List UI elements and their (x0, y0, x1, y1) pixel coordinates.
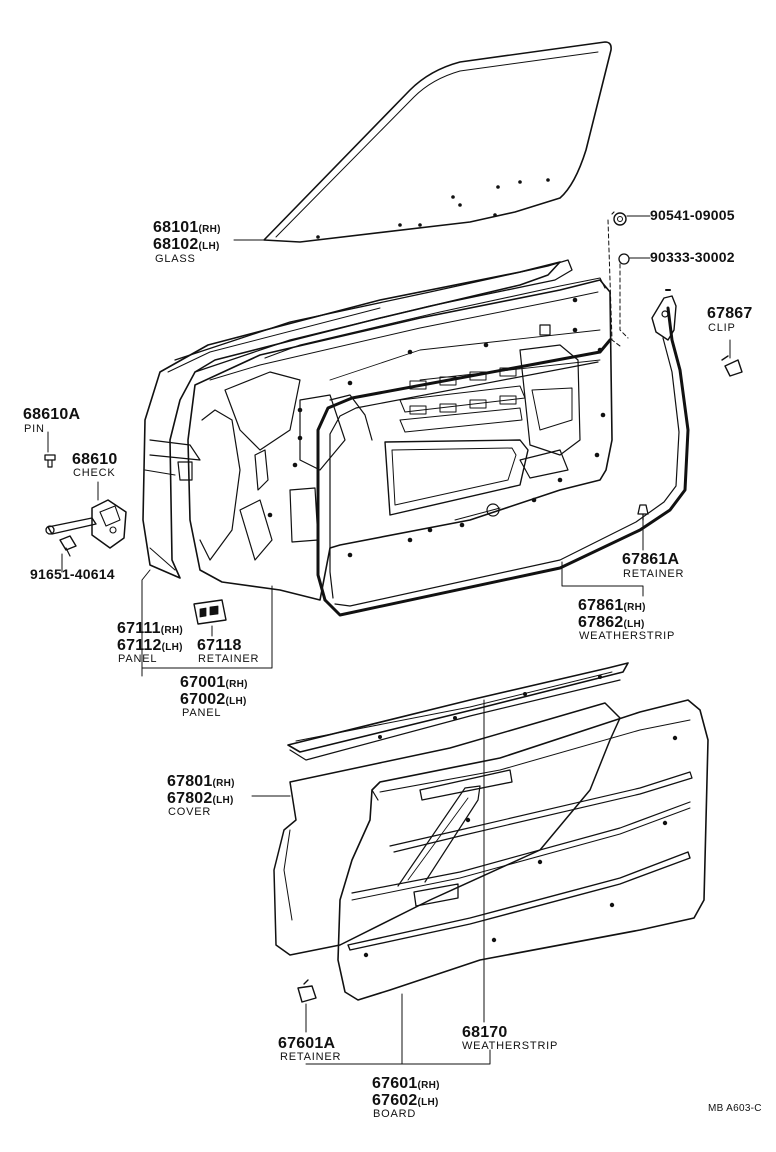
clip-number: 67867 (707, 305, 753, 322)
cover-side-rh: (RH) (212, 778, 235, 789)
board-rh: 67601(RH) (372, 1075, 440, 1094)
glass-side-rh: (RH) (198, 224, 221, 235)
door-glass-drawing (263, 41, 612, 243)
glass-part-lh: 68102(LH) (153, 236, 220, 255)
cover-sheet-drawing (273, 702, 621, 956)
outer-panel-lh: 67112(LH) (117, 637, 183, 656)
board-number-rh: 67601 (372, 1075, 418, 1092)
inner-door-panel-drawing (174, 259, 613, 601)
weatherstrip-belt-name: WEATHERSTRIP (462, 1040, 559, 1052)
outer-panel-side-lh: (LH) (161, 642, 183, 653)
door-panel-lh: 67002(LH) (180, 691, 247, 710)
diagram-reference-code: MB A603-C (708, 1103, 762, 1114)
cover-lh: 67802(LH) (167, 790, 234, 809)
glass-part-rh: 68101(RH) (153, 219, 221, 238)
door-trim-board-drawing (337, 699, 709, 1001)
door-panel-name: PANEL (182, 707, 222, 719)
door-panel-side-rh: (RH) (225, 679, 248, 690)
pin-name: PIN (24, 423, 45, 435)
cover-rh: 67801(RH) (167, 773, 235, 792)
weatherstrip-door-name: WEATHERSTRIP (579, 630, 676, 642)
outer-panel-number-lh: 67112 (117, 637, 162, 654)
outer-panel-rh: 67111(RH) (117, 620, 183, 639)
pin-number: 68610A (23, 406, 81, 423)
retainer-67601a-number: 67601A (278, 1035, 336, 1052)
door-panel-rh: 67001(RH) (180, 674, 248, 693)
retainer-67601a-name: RETAINER (280, 1051, 342, 1063)
cover-number-lh: 67802 (167, 790, 213, 807)
cover-number-rh: 67801 (167, 773, 213, 790)
board-side-rh: (RH) (417, 1080, 440, 1091)
board-side-lh: (LH) (417, 1097, 439, 1108)
retainer-67118-name: RETAINER (198, 653, 260, 665)
board-lh: 67602(LH) (372, 1092, 439, 1111)
glass-number-lh: 68102 (153, 236, 199, 253)
check-name: CHECK (73, 467, 116, 479)
cover-side-lh: (LH) (212, 795, 234, 806)
outer-panel-number-rh: 67111 (117, 620, 161, 637)
weatherstrip-door-side-lh: (LH) (623, 619, 645, 630)
door-weatherstrip-drawing (316, 306, 690, 617)
retainer-67118-number: 67118 (197, 637, 242, 654)
weatherstrip-belt-number: 68170 (462, 1024, 508, 1041)
board-name: BOARD (373, 1108, 417, 1120)
fastener-drawings (44, 211, 649, 1003)
glass-number-rh: 68101 (153, 219, 199, 236)
weatherstrip-door-number-lh: 67862 (578, 614, 624, 631)
clip-bracket-drawing (651, 289, 743, 377)
door-panel-side-lh: (LH) (225, 696, 247, 707)
cover-name: COVER (168, 806, 212, 818)
check-number: 68610 (72, 451, 118, 468)
belt-weatherstrip-drawing (287, 662, 629, 761)
glass-side-lh: (LH) (198, 241, 220, 252)
door-panel-number-rh: 67001 (180, 674, 226, 691)
board-number-lh: 67602 (372, 1092, 418, 1109)
bolt-91651-number: 91651-40614 (30, 566, 115, 582)
retainer-67861a-number: 67861A (622, 551, 680, 568)
leader-lines (47, 215, 731, 1065)
bolt-90541-number: 90541-09005 (650, 207, 735, 223)
glass-name: GLASS (155, 253, 196, 265)
washer-90333-number: 90333-30002 (650, 249, 735, 265)
weatherstrip-door-number-rh: 67861 (578, 597, 624, 614)
weatherstrip-door-rh: 67861(RH) (578, 597, 646, 616)
door-panel-number-lh: 67002 (180, 691, 226, 708)
weatherstrip-door-side-rh: (RH) (623, 602, 646, 613)
clip-name: CLIP (708, 322, 736, 334)
weatherstrip-door-lh: 67862(LH) (578, 614, 645, 633)
outer-panel-side-rh: (RH) (160, 625, 184, 636)
outer-panel-name: PANEL (118, 653, 158, 665)
retainer-67861a-name: RETAINER (623, 568, 685, 580)
